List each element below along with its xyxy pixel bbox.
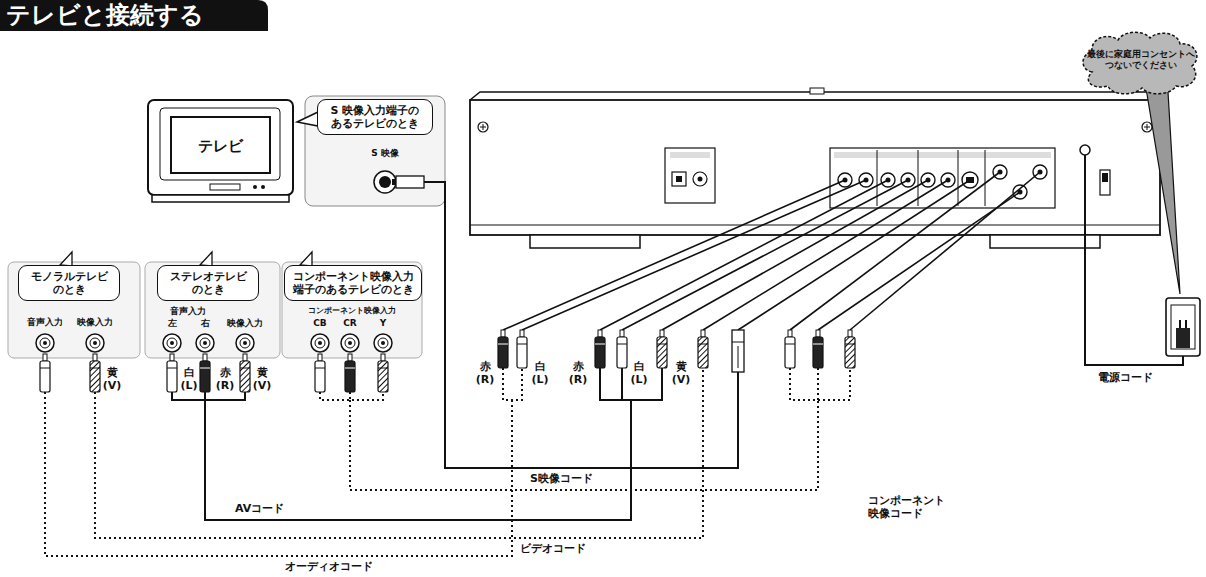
tv-label: テレビ (172, 137, 268, 155)
callout-box: モノラルテレビのとき音声入力映像入力 (8, 262, 140, 332)
jack-group: 音声入力 (168, 306, 208, 317)
cord-name: AVコード (235, 502, 284, 515)
jack-name: 音声入力 (25, 317, 65, 328)
cord-name: 電源コード (1098, 371, 1153, 384)
jack-name: CB (310, 318, 330, 329)
jack-name: S 映像 (363, 148, 407, 159)
callout-heading: モノラルテレビのとき (18, 265, 120, 301)
cord-name: S映像コード (530, 472, 593, 485)
jack-name: 左 (162, 318, 182, 329)
tv-screen: テレビ (170, 116, 271, 174)
jack-name: CR (340, 318, 360, 329)
callout-heading: ステレオテレビのとき (157, 265, 259, 301)
callout-box: S 映像入力端子のあるテレビのとき S 映像 (305, 96, 445, 206)
cord-name: ビデオコード (520, 542, 586, 555)
cord-name: コンポーネント映像コード (868, 494, 952, 520)
callout-heading: S 映像入力端子のあるテレビのとき (317, 99, 433, 135)
plug-color: 黄 (V) (669, 360, 693, 386)
plug-color: 赤 (R) (473, 360, 497, 386)
jack-name: 映像入力 (225, 318, 265, 329)
plug-color: 黄 (V) (250, 366, 274, 392)
plug-color: 白 (L) (628, 360, 650, 386)
jack-name: 映像入力 (75, 317, 115, 328)
page-title: テレビと接続する (6, 1, 204, 30)
plug-color: 赤 (R) (566, 360, 590, 386)
plug-color: 白 (L) (178, 366, 200, 392)
jack-group: コンポーネント映像入力 (306, 306, 398, 316)
plug-color: 白 (L) (528, 360, 552, 386)
note-text: 最後に家庭用コンセントへつないでください (1086, 49, 1196, 71)
plug-color: 赤 (R) (214, 366, 236, 392)
callout-box: ステレオテレビのとき音声入力左 右映像入力 (145, 262, 280, 332)
cord-name: オーディオコード (285, 560, 373, 573)
callout-heading: コンポーネント映像入力端子のあるテレビのとき (284, 265, 422, 301)
jack-name: Y (373, 318, 393, 329)
plug-color: 黄 (V) (100, 366, 124, 392)
jack-name: 右 (195, 318, 215, 329)
cloud-note: 最後に家庭用コンセントへつないでください (1078, 28, 1203, 96)
callout-box: コンポーネント映像入力端子のあるテレビのときコンポーネント映像入力 CB CR Y (282, 262, 425, 332)
